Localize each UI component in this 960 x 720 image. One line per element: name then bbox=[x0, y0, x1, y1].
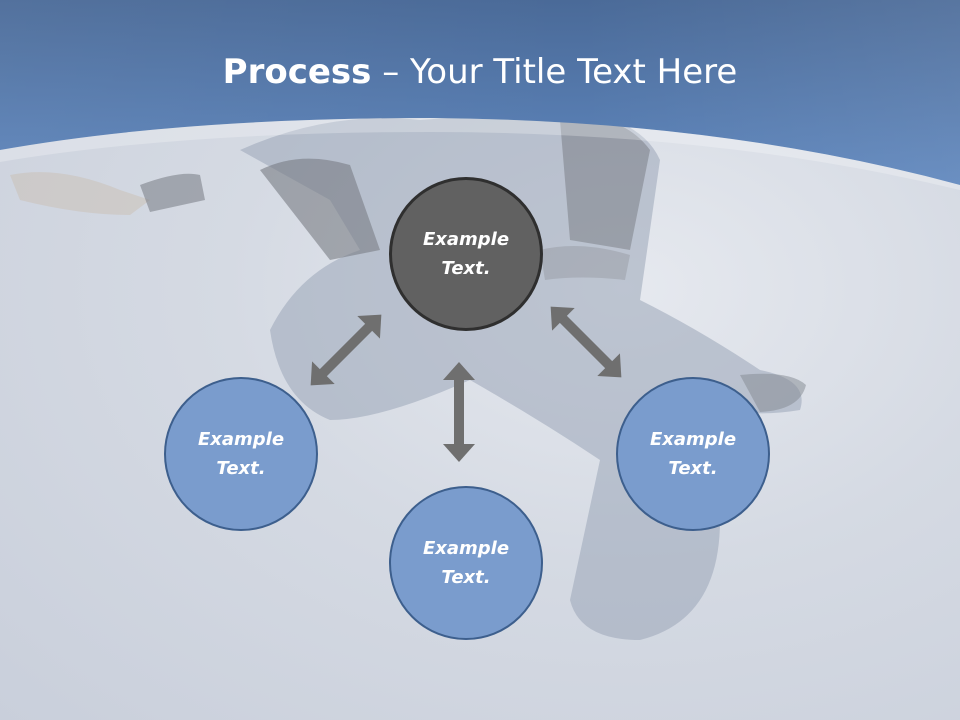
title-rest: Your Title Text Here bbox=[410, 52, 738, 92]
arrows-group bbox=[310, 306, 622, 462]
node-center: Example Text. bbox=[389, 177, 543, 331]
node-bottom-line1: Example bbox=[422, 538, 510, 559]
node-bottom-line2: Text. bbox=[441, 567, 491, 588]
double-arrow-right bbox=[550, 306, 622, 378]
slide-title: Process – Your Title Text Here bbox=[0, 52, 960, 92]
node-right: Example Text. bbox=[616, 377, 770, 531]
node-right-line1: Example bbox=[649, 429, 737, 450]
node-left-line2: Text. bbox=[216, 458, 266, 479]
node-right-line2: Text. bbox=[668, 458, 718, 479]
node-left: Example Text. bbox=[164, 377, 318, 531]
header-arc-highlight bbox=[0, 118, 960, 190]
title-bold-part: Process bbox=[222, 52, 372, 92]
node-left-line1: Example bbox=[197, 429, 285, 450]
double-arrow-left bbox=[310, 314, 382, 386]
node-bottom: Example Text. bbox=[389, 486, 543, 640]
title-dash: – bbox=[371, 52, 411, 92]
node-center-line1: Example bbox=[422, 229, 510, 250]
node-center-line2: Text. bbox=[441, 258, 491, 279]
double-arrow-vertical bbox=[443, 362, 475, 462]
